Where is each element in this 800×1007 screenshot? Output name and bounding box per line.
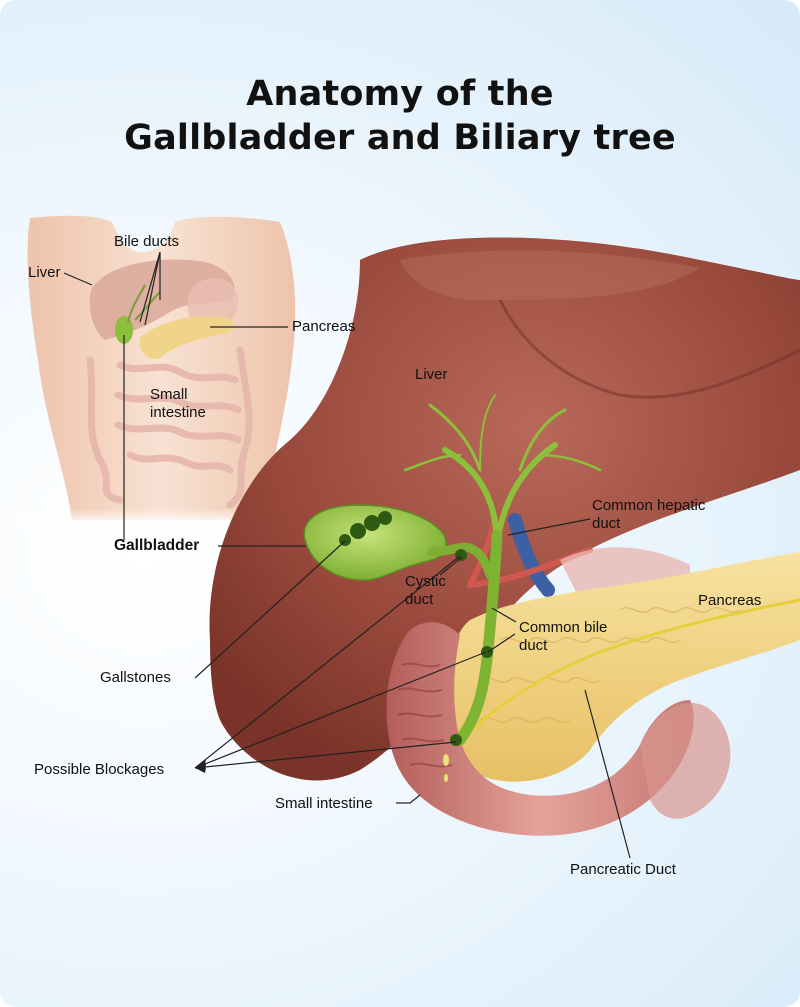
label-small-intestine: Small intestine <box>275 795 373 813</box>
label-gallstones: Gallstones <box>100 669 171 687</box>
label-common-bile-duct-word: duct <box>519 637 607 655</box>
title-line-1: Anatomy of the <box>0 74 800 114</box>
jejunum <box>640 703 730 819</box>
label-cystic-duct-word: duct <box>405 591 446 609</box>
label-liver: Liver <box>415 366 448 384</box>
label-pancreatic-duct: Pancreatic Duct <box>570 861 676 879</box>
label-possible-blockages: Possible Blockages <box>34 761 164 779</box>
inset-label-bile-ducts: Bile ducts <box>114 233 179 251</box>
label-gallbladder: Gallbladder <box>114 537 199 555</box>
label-common-hepatic: Common hepatic <box>592 497 705 515</box>
inset-label-liver: Liver <box>28 264 61 282</box>
label-common-bile: Common bile <box>519 619 607 637</box>
label-cystic: Cystic <box>405 573 446 591</box>
inset-label-pancreas: Pancreas <box>292 318 355 336</box>
label-common-bile-duct: Common bile duct <box>519 619 607 655</box>
label-cystic-duct: Cystic duct <box>405 573 446 609</box>
label-common-hepatic-duct-word: duct <box>592 515 705 533</box>
title-line-2: Gallbladder and Biliary tree <box>0 118 800 158</box>
inset-label-small: Small <box>150 386 206 404</box>
label-common-hepatic-duct: Common hepatic duct <box>592 497 705 533</box>
inset-label-small-intestine: Small intestine <box>150 386 206 422</box>
inset-label-intestine: intestine <box>150 404 206 422</box>
label-pancreas: Pancreas <box>698 592 761 610</box>
